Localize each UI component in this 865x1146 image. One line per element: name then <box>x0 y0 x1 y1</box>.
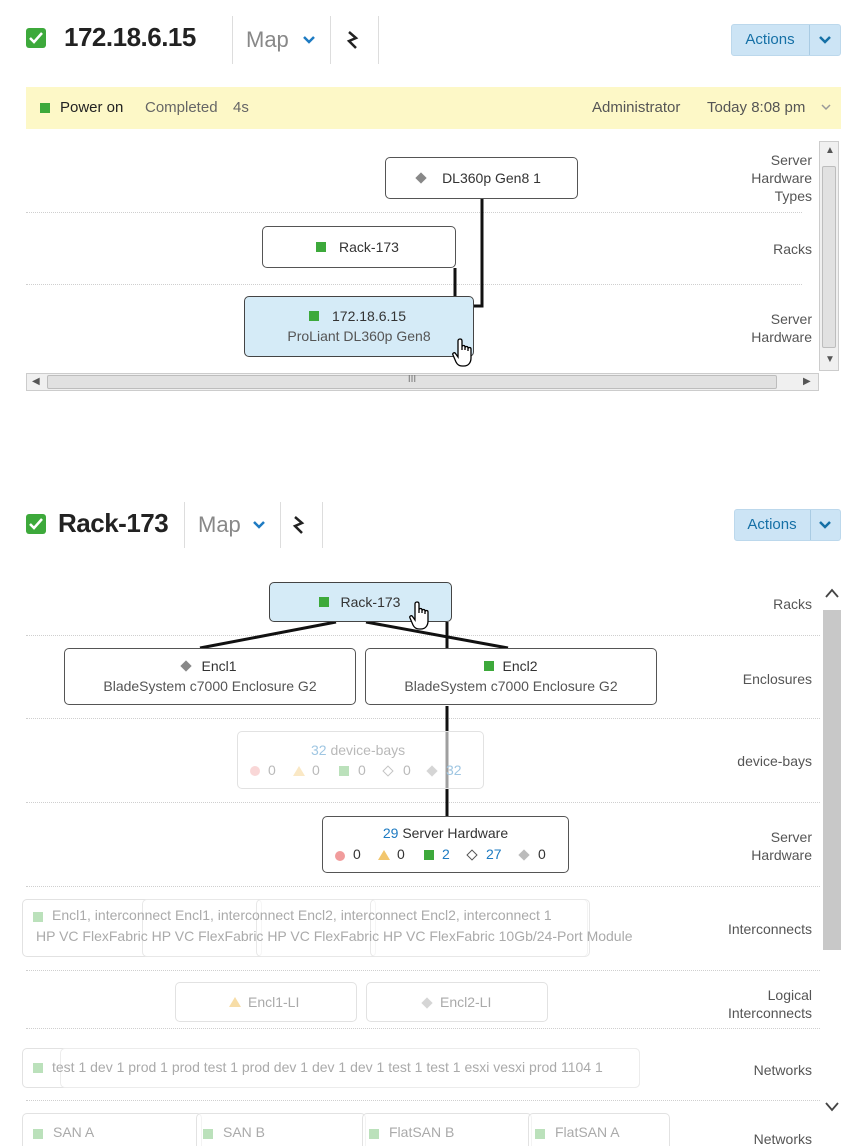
select-checkbox[interactable] <box>26 28 46 48</box>
view-selector[interactable]: Map <box>198 512 241 537</box>
critical-status-icon <box>250 766 260 776</box>
unknown-status-icon <box>382 765 394 777</box>
divider <box>378 16 379 64</box>
network-san-a[interactable]: SAN A <box>22 1113 202 1146</box>
ok-status-icon <box>319 597 329 607</box>
warning-status-icon <box>293 766 305 776</box>
actions-button[interactable]: Actions <box>731 24 841 56</box>
divider <box>280 502 281 548</box>
chevron-down-icon[interactable] <box>303 36 315 44</box>
network-labels: test 1 dev 1 prod 1 prod test 1 prod dev… <box>52 1059 603 1075</box>
server-hardware-type-node[interactable]: DL360p Gen8 1 <box>385 157 578 199</box>
chevron-down-icon <box>819 521 831 529</box>
view-selector[interactable]: Map <box>246 27 289 52</box>
vertical-scrollbar[interactable] <box>822 572 842 1146</box>
network-flatsan-b[interactable]: FlatSAN B <box>362 1113 532 1146</box>
scrollbar-thumb[interactable] <box>823 610 841 950</box>
chevron-down-icon[interactable] <box>253 521 265 529</box>
relationship-icon[interactable] <box>292 515 306 535</box>
activity-time: Today 8:08 pm <box>707 99 806 116</box>
chevron-down-icon <box>819 36 831 44</box>
interconnect-models: HP VC FlexFabric HP VC FlexFabric HP VC … <box>36 928 633 944</box>
ok-status-icon <box>40 103 50 113</box>
network-flatsan-a[interactable]: FlatSAN A <box>528 1113 670 1146</box>
logical-interconnect-encl2-li[interactable]: Encl2-LI <box>366 982 548 1022</box>
row-label-device-bays: device-bays <box>737 753 812 769</box>
activity-state: Completed <box>145 99 218 116</box>
ok-status-icon <box>339 766 349 776</box>
unknown-status-icon <box>466 849 478 861</box>
scrollbar-thumb[interactable] <box>822 166 836 348</box>
vertical-scrollbar[interactable]: ▲ ▼ <box>819 141 839 371</box>
scrollbar-thumb[interactable]: III <box>47 374 777 389</box>
activity-duration: 4s <box>233 99 249 116</box>
scroll-up-arrow-icon[interactable]: ▲ <box>825 145 835 156</box>
actions-button[interactable]: Actions <box>734 509 841 541</box>
ok-status-icon <box>316 242 326 252</box>
scroll-up-arrow-icon[interactable] <box>825 588 839 598</box>
device-bays-node[interactable]: 32 device-bays 0 0 0 0 32 <box>237 731 484 789</box>
ok-status-icon <box>33 912 43 922</box>
page-title: Rack-173 <box>58 508 169 538</box>
divider <box>322 502 323 548</box>
scroll-down-arrow-icon[interactable]: ▼ <box>825 354 835 365</box>
unknown-status-icon <box>421 997 433 1009</box>
scroll-down-arrow-icon[interactable] <box>825 1102 839 1112</box>
network-san-b[interactable]: SAN B <box>196 1113 366 1146</box>
critical-status-icon <box>335 851 345 861</box>
divider <box>232 16 233 64</box>
check-icon <box>29 32 43 44</box>
activity-user: Administrator <box>592 99 681 116</box>
connection-lines <box>453 198 484 308</box>
interconnect-labels: Encl1, interconnect Encl1, interconnect … <box>52 907 552 923</box>
hand-cursor-icon <box>409 601 429 630</box>
disabled-status-icon <box>518 849 530 861</box>
page-title: 172.18.6.15 <box>64 22 196 52</box>
ok-status-icon <box>424 850 434 860</box>
select-checkbox[interactable] <box>26 514 46 534</box>
enclosure-node-encl1[interactable]: Encl1 BladeSystem c7000 Enclosure G2 <box>64 648 356 705</box>
activity-banner: Power on Completed 4s Administrator Toda… <box>26 87 841 129</box>
divider <box>184 502 185 548</box>
row-label-interconnects: Interconnects <box>727 921 812 937</box>
rack-node[interactable]: Rack-173 <box>262 226 456 268</box>
ok-status-icon <box>33 1063 43 1073</box>
activity-name[interactable]: Power on <box>60 99 124 116</box>
row-label-networks-2: Networks <box>753 1131 812 1146</box>
server-hardware-node[interactable]: 29 Server Hardware 0 0 2 27 0 <box>322 816 569 873</box>
relationship-icon[interactable] <box>346 30 360 50</box>
ok-status-icon <box>484 661 494 671</box>
horizontal-scrollbar[interactable]: ◀ III ▶ <box>26 373 819 391</box>
hand-cursor-icon <box>452 338 472 367</box>
server-hardware-node[interactable]: 172.18.6.15 ProLiant DL360p Gen8 <box>244 296 474 357</box>
disabled-status-icon <box>426 765 438 777</box>
logical-interconnect-encl1-li[interactable]: Encl1-LI <box>175 982 357 1022</box>
warning-status-icon <box>229 997 241 1007</box>
enclosure-node-encl2[interactable]: Encl2 BladeSystem c7000 Enclosure G2 <box>365 648 657 705</box>
chevron-down-icon[interactable] <box>821 104 831 111</box>
row-label-racks: Racks <box>773 241 812 257</box>
warning-status-icon <box>378 850 390 860</box>
row-label-enclosures: Enclosures <box>742 671 812 687</box>
ok-status-icon <box>309 311 319 321</box>
scroll-left-arrow-icon[interactable]: ◀ <box>32 376 40 387</box>
divider <box>330 16 331 64</box>
row-label-racks: Racks <box>773 596 812 612</box>
scroll-right-arrow-icon[interactable]: ▶ <box>803 376 811 387</box>
row-label-networks: Networks <box>753 1062 812 1078</box>
check-icon <box>29 518 43 530</box>
